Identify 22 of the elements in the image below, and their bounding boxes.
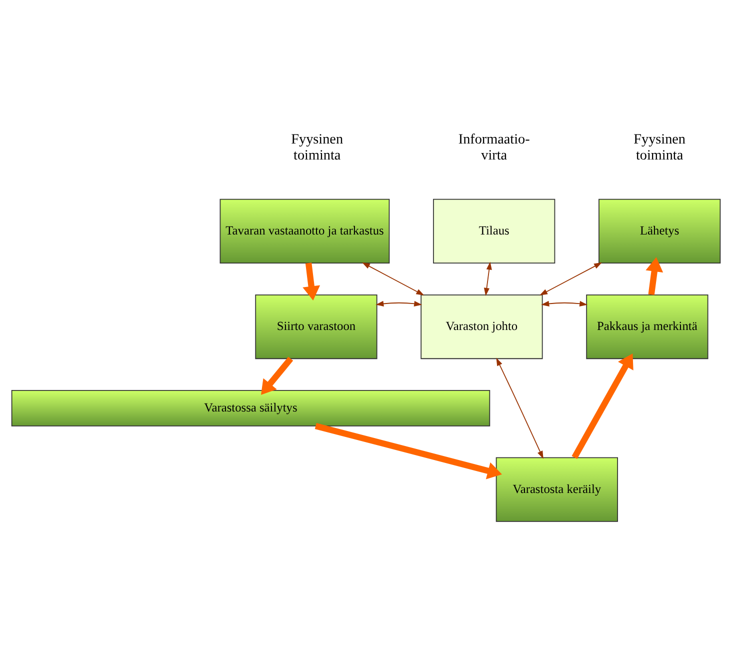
node-box: Siirto varastoon (255, 294, 378, 360)
node-box: Pakkaus ja merkintä (586, 294, 708, 360)
label: Fyysinen toiminta (634, 131, 686, 164)
arrow (541, 300, 588, 306)
arrow (496, 358, 544, 459)
label: Fyysinen toiminta (291, 131, 344, 164)
arrow (260, 356, 294, 395)
arrow (572, 354, 634, 459)
node-box: Varastossa säilytys (11, 390, 490, 426)
node-box: Tilaus (433, 198, 556, 264)
arrow (302, 262, 320, 301)
arrow (484, 262, 492, 296)
arrow (362, 262, 424, 296)
arrow (314, 422, 502, 480)
node-box: Tavaran vastaanotto ja tarkastus (220, 198, 390, 264)
label: Informaatio- virta (458, 131, 530, 164)
arrow (540, 262, 602, 296)
node-box: Varaston johto (420, 294, 543, 360)
arrow (376, 300, 422, 306)
arrow (646, 257, 664, 296)
node-box: Varastosta keräily (496, 457, 618, 522)
node-box: Lähetys (598, 198, 721, 264)
